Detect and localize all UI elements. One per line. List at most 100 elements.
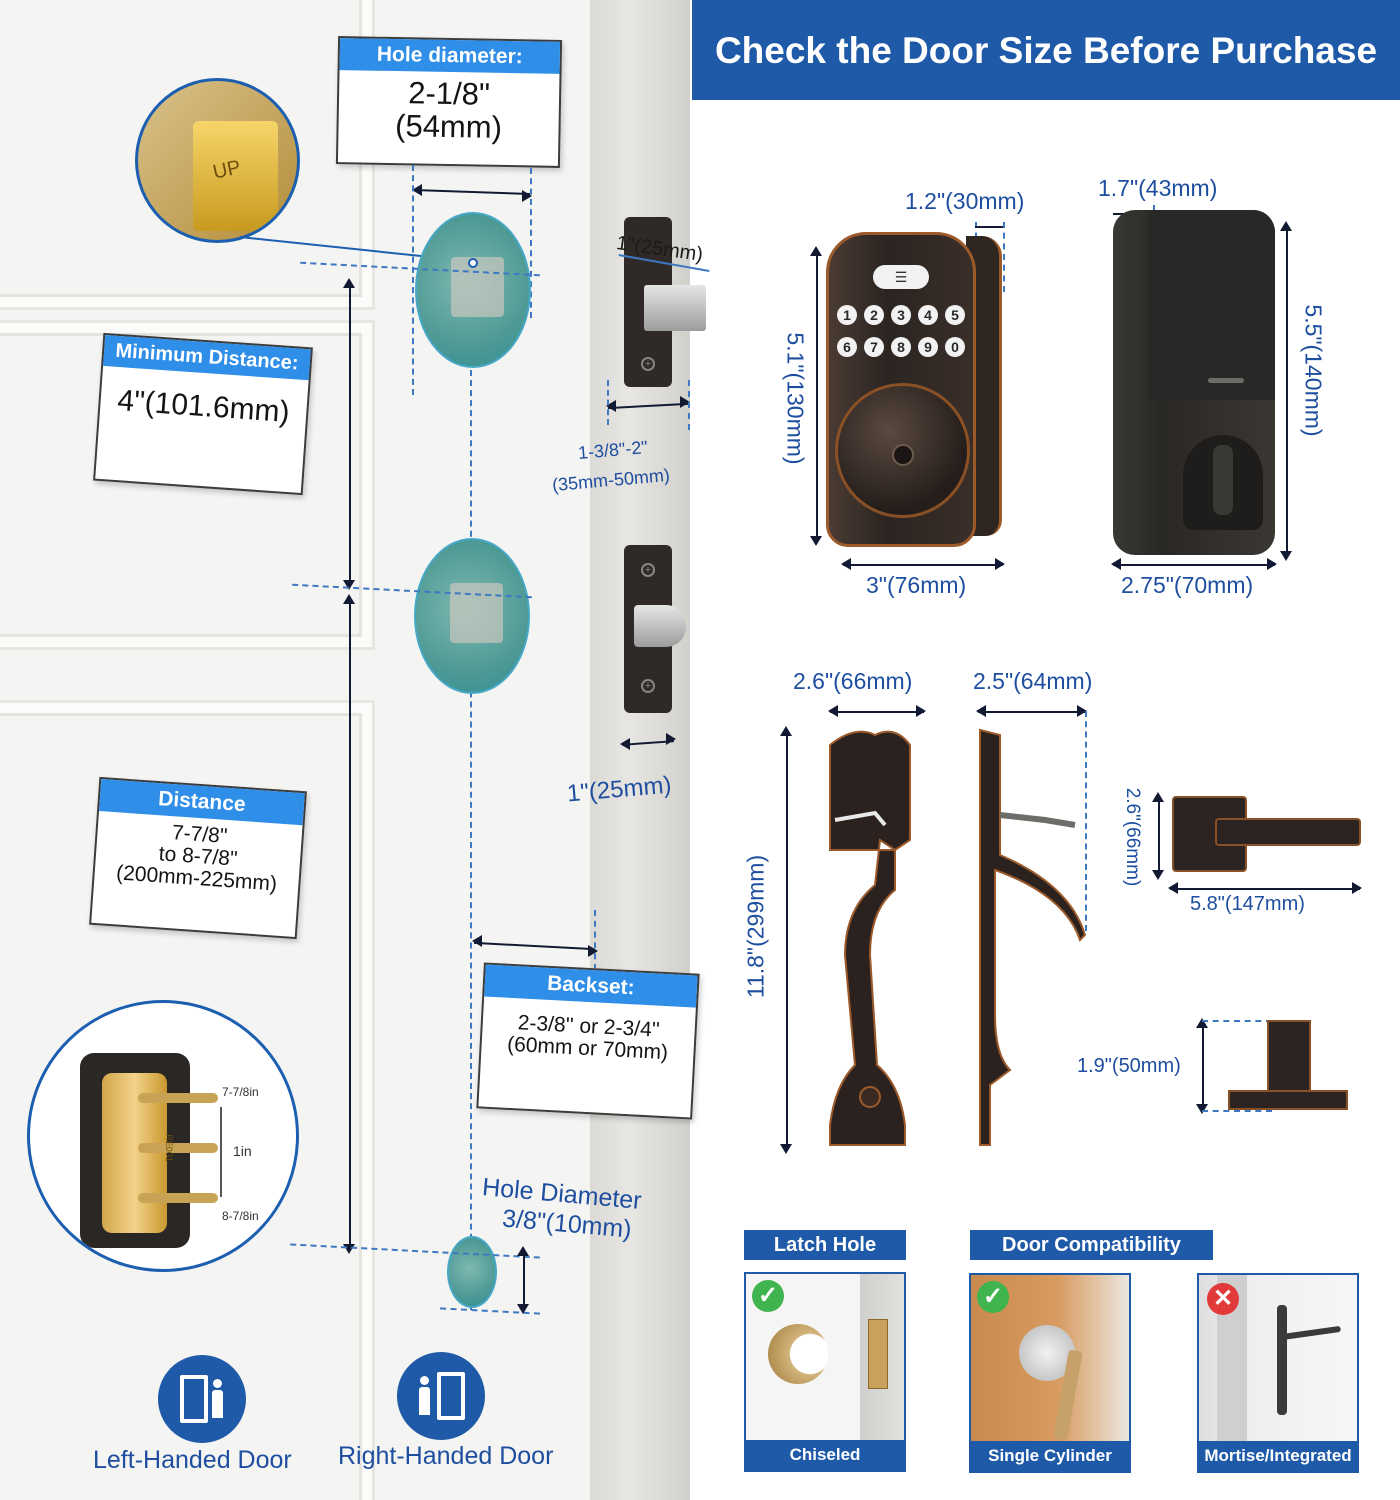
arrow-left-icon	[976, 705, 986, 717]
handle-side-width-label: 2.5"(64mm)	[973, 668, 1093, 694]
keypad-height-label: 5.1"(130mm)	[782, 332, 809, 465]
distance-card: Distance 7-7/8" to 8-7/8" (200mm-225mm)	[89, 776, 307, 940]
part-number: RE001	[163, 1134, 174, 1162]
door-illustration	[0, 0, 690, 1500]
page-title: Check the Door Size Before Purchase	[692, 0, 1400, 100]
arrow-right-icon	[995, 558, 1005, 570]
handle-front-width-line	[830, 711, 924, 713]
guide-line	[1202, 1020, 1272, 1022]
arrow-left-icon	[841, 558, 851, 570]
arrow-down-icon	[1280, 551, 1292, 561]
door-panel	[0, 700, 375, 1500]
lever-handle	[1215, 818, 1361, 846]
menu-button-icon: ☰	[873, 265, 929, 289]
arrow-up-icon	[517, 1246, 529, 1256]
guide-line	[530, 168, 532, 318]
arrow-up-icon	[1196, 1018, 1208, 1028]
single-cylinder-caption: Single Cylinder	[971, 1441, 1129, 1471]
latch-hole-image	[768, 1324, 828, 1384]
latch-strike-plate: + +	[624, 545, 686, 713]
keypad-key-0[interactable]: 0	[945, 337, 965, 357]
arrow-right-icon	[666, 733, 676, 745]
lever-side-view	[1267, 1020, 1311, 1092]
arrow-down-icon	[780, 1144, 792, 1154]
keypad-key-8[interactable]: 8	[891, 337, 911, 357]
lever-projection-label: 1.9"(50mm)	[1077, 1055, 1181, 1077]
thumb-turn-icon	[1183, 435, 1263, 530]
hole-center-dot	[468, 258, 478, 268]
arrow-down-icon	[517, 1304, 529, 1314]
arrow-up-icon	[810, 246, 822, 256]
arrow-down-icon	[343, 580, 355, 590]
arrow-left-icon	[412, 184, 422, 196]
keypad-key-3[interactable]: 3	[891, 305, 911, 325]
latch-hole-title: Latch Hole	[744, 1230, 906, 1260]
guide-line	[607, 380, 609, 425]
chiseled-photo: ✓ Chiseled	[744, 1272, 906, 1472]
arrow-right-icon	[522, 190, 532, 202]
distance-line	[349, 598, 351, 1248]
guide-line	[594, 910, 596, 970]
lever-length-line	[1170, 888, 1360, 890]
deadbolt-strike-plate: +	[624, 217, 706, 387]
minimum-distance-line	[349, 282, 351, 587]
guide-line	[1085, 711, 1087, 931]
interior-width-label: 2.75"(70mm)	[1121, 572, 1254, 598]
backset-card: Backset: 2-3/8'' or 2-3/4'' (60mm or 70m…	[476, 962, 700, 1120]
arrow-up-icon	[780, 726, 792, 736]
side-thumb-lever	[999, 812, 1076, 828]
lever-height-label: 2.6"(66mm)	[1122, 787, 1143, 887]
door-panel	[0, 320, 375, 650]
mortise-plate	[1277, 1305, 1287, 1415]
arrow-up-icon	[1152, 792, 1164, 802]
arrow-right-icon	[1077, 705, 1087, 717]
interior-width-line	[1113, 564, 1275, 566]
latch-hole	[414, 538, 530, 694]
arrow-down-icon	[1196, 1104, 1208, 1114]
arrow-left-icon	[620, 738, 630, 750]
handle-side-width-line	[978, 711, 1085, 713]
keypad-height-line	[816, 250, 818, 540]
arrow-down-icon	[810, 536, 822, 546]
door-compatibility-title: Door Compatibility	[970, 1230, 1213, 1260]
guide-line	[688, 380, 690, 430]
keyhole-icon	[892, 444, 914, 466]
keypad-key-1[interactable]: 1	[837, 305, 857, 325]
keypad-key-6[interactable]: 6	[837, 337, 857, 357]
hole-diameter-label: Hole diameter:	[339, 38, 561, 74]
handleset-side	[979, 728, 1087, 1146]
cross-icon: ✕	[1207, 1283, 1239, 1315]
arrow-right-icon	[1267, 558, 1277, 570]
screw-middle-label: 1in	[233, 1143, 252, 1159]
mortise-caption: Mortise/Integrated	[1199, 1441, 1357, 1471]
arrow-left-icon	[472, 935, 482, 947]
arrow-left-icon	[1168, 882, 1178, 894]
guide-line	[1202, 1110, 1272, 1112]
lever-length-label: 5.8"(147mm)	[1190, 893, 1305, 915]
keypad-key-9[interactable]: 9	[918, 337, 938, 357]
arrow-right-icon	[588, 945, 598, 957]
arrow-up-icon	[1280, 221, 1292, 231]
left-handed-door-icon	[158, 1355, 246, 1443]
hole-diameter-imperial: 2-1/8"	[408, 75, 491, 112]
left-handed-door-label: Left-Handed Door	[93, 1446, 292, 1474]
chiseled-caption: Chiseled	[746, 1440, 904, 1470]
screw-zoom-circle: 7-7/8in 1in 8-7/8in RE001	[27, 1000, 299, 1272]
keypad-key-5[interactable]: 5	[945, 305, 965, 325]
keypad-width-line	[843, 564, 1003, 566]
arrow-right-icon	[1352, 882, 1362, 894]
keypad-key-7[interactable]: 7	[864, 337, 884, 357]
keypad-width-label: 3"(76mm)	[866, 572, 967, 598]
screw-top-label: 7-7/8in	[222, 1085, 259, 1099]
hole-diameter-metric: (54mm)	[394, 107, 503, 145]
interior-depth-label: 1.7"(43mm)	[1098, 175, 1218, 201]
lever-projection-line	[1202, 1022, 1204, 1110]
keypad-key-2[interactable]: 2	[864, 305, 884, 325]
arrow-up-icon	[343, 594, 355, 604]
keypad-key-4[interactable]: 4	[918, 305, 938, 325]
chiseled-recess	[868, 1319, 888, 1389]
right-handed-door-icon	[397, 1352, 485, 1440]
keypad-depth-line	[975, 226, 1003, 228]
minimum-distance-card: Minimum Distance: 4"(101.6mm)	[93, 332, 313, 496]
small-hole-line	[523, 1250, 525, 1308]
